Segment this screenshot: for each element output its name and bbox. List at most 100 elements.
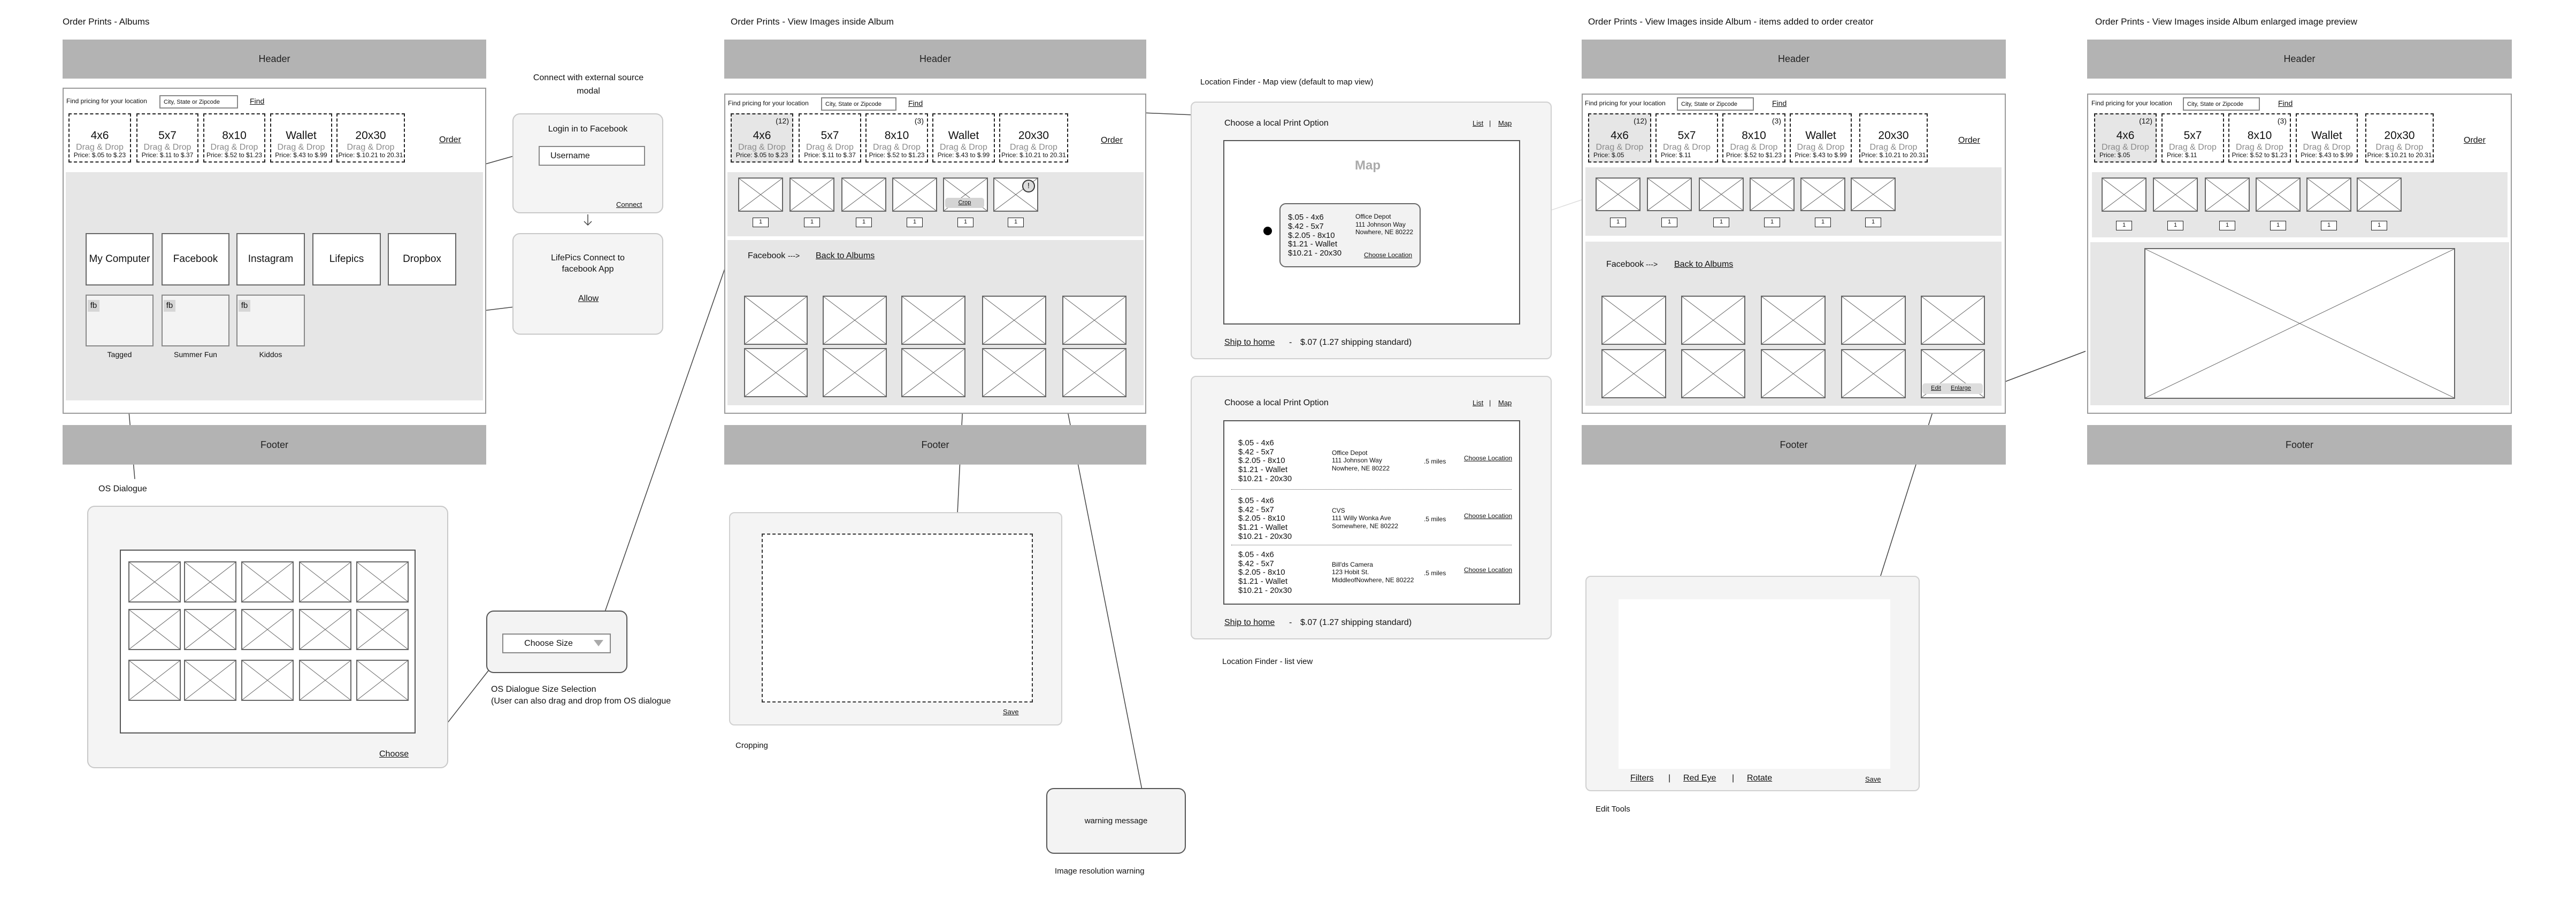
album-photo[interactable] [823,296,887,345]
album-photo[interactable] [744,296,808,345]
username-input[interactable]: Username [539,146,645,166]
edit-save-link[interactable]: Save [1865,775,1881,783]
allow-link[interactable]: Allow [578,294,599,303]
quantity-input[interactable]: 1 [1661,218,1677,227]
os-file-thumbnail[interactable] [299,660,351,701]
cropping-save-link[interactable]: Save [1003,708,1019,716]
os-file-thumbnail[interactable] [241,609,294,650]
album-source-dropbox[interactable]: Dropbox [388,233,456,285]
crop-button[interactable]: Crop [945,198,984,208]
back-to-albums-link[interactable]: Back to Albums [816,251,875,260]
list-view-link[interactable]: List [1473,119,1484,127]
edit-link[interactable]: Edit [1931,385,1941,391]
selected-image-thumbnail[interactable] [1596,177,1640,211]
location-input[interactable]: City, State or Zipcode [159,95,238,109]
choose-location-link[interactable]: Choose Location [1464,512,1513,520]
selected-image-thumbnail[interactable] [2205,177,2250,212]
album-photo[interactable] [1841,296,1906,345]
list-view-link[interactable]: List [1473,399,1484,407]
quantity-input[interactable]: 1 [2219,221,2235,230]
connect-link[interactable]: Connect [616,200,642,208]
album-photo[interactable] [823,348,887,397]
selected-image-thumbnail[interactable] [1699,177,1744,211]
album-photo[interactable] [982,296,1046,345]
os-file-thumbnail[interactable] [299,561,351,603]
red-eye-link[interactable]: Red Eye [1683,774,1716,783]
os-file-thumbnail[interactable] [128,609,181,650]
selected-image-thumbnail[interactable] [2306,177,2351,212]
filters-link[interactable]: Filters [1630,774,1654,783]
os-file-thumbnail[interactable] [128,561,181,603]
ship-to-home-link[interactable]: Ship to home [1224,618,1275,627]
enlarged-image-preview[interactable] [2144,248,2455,399]
album-source-instagram[interactable]: Instagram [236,233,305,285]
album-photo[interactable] [1062,348,1126,397]
os-file-thumbnail[interactable] [356,609,409,650]
os-file-thumbnail[interactable] [356,561,409,603]
selected-image-thumbnail[interactable] [2102,177,2146,212]
warning-icon[interactable]: ! [1022,180,1035,192]
map-view-link[interactable]: Map [1498,119,1512,127]
album-source-facebook[interactable]: Facebook [162,233,229,285]
location-input[interactable]: City, State or Zipcode [821,97,896,111]
quantity-input[interactable]: 1 [753,218,769,227]
selected-image-thumbnail[interactable] [738,177,783,212]
selected-image-thumbnail[interactable] [789,177,834,212]
album-photo[interactable] [901,348,965,397]
album-tile[interactable]: fb [236,295,305,346]
size-select[interactable]: Choose Size [502,634,611,653]
album-photo[interactable] [1601,296,1666,345]
album-photo[interactable] [1062,296,1126,345]
selected-image-thumbnail[interactable] [1851,177,1896,211]
quantity-input[interactable]: 1 [1008,218,1024,227]
order-link[interactable]: Order [2464,136,2486,145]
os-file-thumbnail[interactable] [241,561,294,603]
selected-image-thumbnail[interactable] [1647,177,1692,211]
selected-image-thumbnail[interactable] [2256,177,2301,212]
quantity-input[interactable]: 1 [1764,218,1780,227]
album-photo[interactable] [1681,349,1745,398]
rotate-link[interactable]: Rotate [1747,774,1773,783]
quantity-input[interactable]: 1 [2116,221,2132,230]
map-view-link[interactable]: Map [1498,399,1512,407]
back-to-albums-link[interactable]: Back to Albums [1674,260,1734,269]
album-source-lifepics[interactable]: Lifepics [312,233,381,285]
map-pin-icon[interactable] [1263,227,1272,235]
find-link[interactable]: Find [908,99,923,107]
order-link[interactable]: Order [1101,136,1123,145]
choose-location-link[interactable]: Choose Location [1464,454,1513,462]
album-photo[interactable] [1761,296,1826,345]
os-file-thumbnail[interactable] [299,609,351,650]
order-link[interactable]: Order [1958,136,1980,145]
album-tile[interactable]: fb [162,295,229,346]
order-link[interactable]: Order [439,135,461,144]
album-photo[interactable] [1761,349,1826,398]
album-photo[interactable] [1841,349,1906,398]
os-file-thumbnail[interactable] [128,660,181,701]
quantity-input[interactable]: 1 [856,218,872,227]
quantity-input[interactable]: 1 [957,218,973,227]
quantity-input[interactable]: 1 [1610,218,1626,227]
choose-location-link[interactable]: Choose Location [1464,566,1513,574]
os-file-thumbnail[interactable] [241,660,294,701]
quantity-input[interactable]: 1 [804,218,820,227]
album-photo[interactable] [982,348,1046,397]
os-choose-link[interactable]: Choose [379,750,409,759]
crop-area[interactable] [762,534,1033,702]
